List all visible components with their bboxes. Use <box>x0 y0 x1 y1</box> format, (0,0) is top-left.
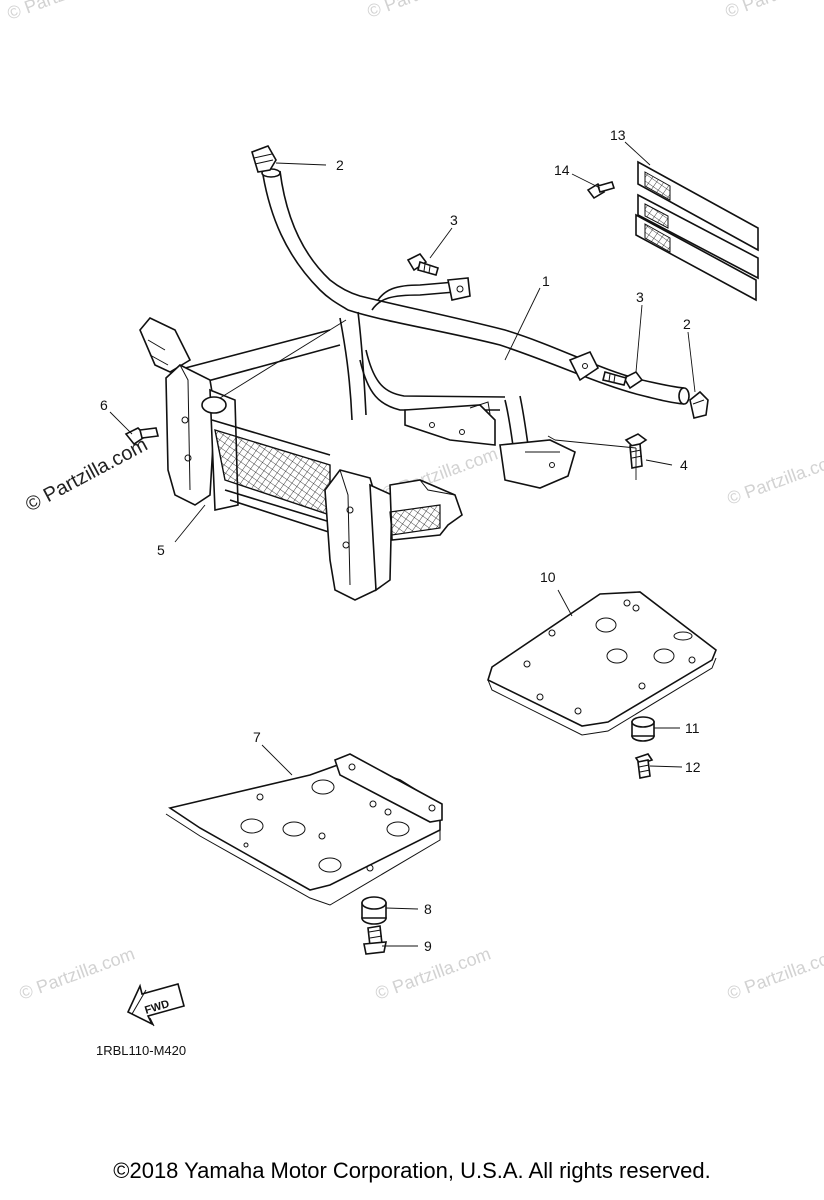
part-mesh-plates <box>635 160 759 302</box>
part-plug-right <box>689 390 709 419</box>
label-7: 7 <box>253 729 261 745</box>
part-skid-plate-10 <box>487 591 717 736</box>
part-grommet-8 <box>361 896 387 925</box>
watermark-top-left: © Partzilla.com <box>5 0 126 24</box>
part-grommet-11 <box>631 716 655 742</box>
label-2-upper: 2 <box>336 157 344 173</box>
label-5: 5 <box>157 542 165 558</box>
watermark-bottom-right: © Partzilla.com <box>725 943 824 1003</box>
label-6: 6 <box>100 397 108 413</box>
watermark-mid-right: © Partzilla.com <box>725 448 824 508</box>
part-skid-plate-7 <box>165 753 443 906</box>
part-bolt-9 <box>363 925 387 955</box>
label-10: 10 <box>540 569 556 585</box>
label-11: 11 <box>685 720 700 736</box>
label-14: 14 <box>554 162 570 178</box>
part-plug-upper <box>251 145 277 173</box>
watermark-main: © Partzilla.com <box>22 434 151 517</box>
fwd-arrow-icon: FWD <box>126 983 185 1027</box>
watermark-bottom-center: © Partzilla.com <box>373 943 494 1003</box>
label-12: 12 <box>685 759 701 775</box>
label-1: 1 <box>542 273 550 289</box>
watermark-bottom-left: © Partzilla.com <box>17 943 138 1003</box>
leader-lines <box>109 141 696 947</box>
watermark-top-center: © Partzilla.com <box>365 0 486 22</box>
label-9: 9 <box>424 938 432 954</box>
watermark-top-right: © Partzilla.com <box>723 0 824 22</box>
label-3-right: 3 <box>636 289 644 305</box>
label-3-upper: 3 <box>450 212 458 228</box>
part-number-labels: 2 3 1 3 2 4 6 5 13 14 10 11 12 7 8 9 <box>100 127 701 954</box>
part-front-guard <box>139 317 463 601</box>
part-bumper-tube <box>261 168 690 489</box>
label-8: 8 <box>424 901 432 917</box>
part-bolt-6 <box>124 427 159 446</box>
diagram-code: 1RBL110-M420 <box>96 1043 186 1058</box>
label-2-right: 2 <box>683 316 691 332</box>
part-bolt-12 <box>634 753 654 779</box>
part-bolt-upper <box>406 252 439 276</box>
part-bolt-right <box>602 370 644 390</box>
copyright-footer: ©2018 Yamaha Motor Corporation, U.S.A. A… <box>113 1158 711 1183</box>
label-13: 13 <box>610 127 626 143</box>
label-4: 4 <box>680 457 688 473</box>
